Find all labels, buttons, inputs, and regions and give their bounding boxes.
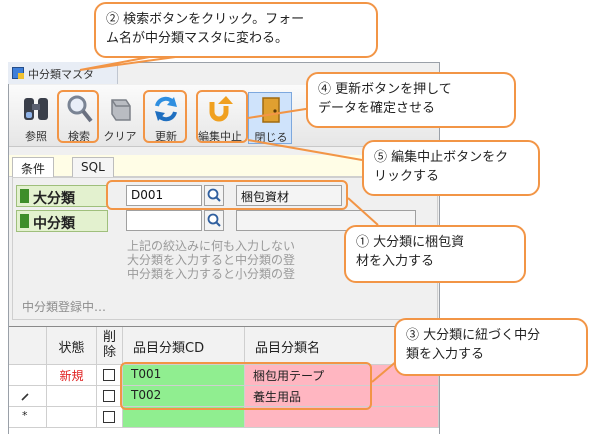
row-delete-cell [97,365,123,386]
close-button-label: 閉じる [254,131,288,144]
callout-step-4-line1: ④ 更新ボタンを押して [318,82,452,97]
hint-line-3: 中分類を入力すると小分類の登 [127,267,296,281]
callout-step-5-line2: リックする [374,169,440,184]
state-column-header: 状態 [47,327,97,365]
magnifier-icon [207,213,221,227]
row-header-corner [9,327,47,365]
delete-checkbox[interactable] [103,390,115,402]
update-highlight [143,90,187,143]
row-state [47,386,97,407]
row-selector[interactable]: * [9,407,47,428]
row-code[interactable]: T002 [123,386,245,407]
callout-step-4: ④ 更新ボタンを押して データを確定させる [306,72,516,128]
row-delete-cell [97,386,123,407]
delete-checkbox[interactable] [103,369,115,381]
clear-button[interactable]: クリア [98,92,142,144]
update-button[interactable]: 更新 [144,92,188,144]
major-code-input[interactable]: D001 [126,185,202,206]
row-code[interactable] [123,407,245,428]
major-search-button[interactable] [204,185,224,206]
binoculars-icon [24,98,48,120]
callout-step-5: ⑤ 編集中止ボタンをク リックする [362,140,540,196]
row-name[interactable]: 養生用品 [245,386,439,407]
hint-line-2: 大分類を入力すると中分類の登 [127,253,296,267]
middle-category-label: 中分類 [16,210,108,232]
code-column-header: 品目分類CD [123,327,245,365]
reference-button-label: 参照 [25,130,47,143]
callout-step-3-line2: 類を入力する [406,347,485,362]
row-name[interactable] [245,407,439,428]
update-button-label: 更新 [155,130,177,143]
row-selector[interactable] [9,365,47,386]
magnifier-icon [207,188,221,202]
tab-strip [9,155,439,177]
delete-checkbox[interactable] [103,411,115,423]
search-button-label: 検索 [68,130,90,143]
callout-step-1: ① 大分類に梱包資 材を入力する [344,225,526,283]
row-name[interactable]: 梱包用テープ [245,365,439,386]
search-highlight [57,90,99,143]
search-button[interactable]: 検索 [57,92,101,144]
eraser-icon [111,99,131,121]
refresh-icon [155,96,177,122]
cancel-edit-highlight [196,90,248,143]
tab-sql[interactable]: SQL [72,157,114,177]
magnifier-icon [67,95,93,123]
cancel-edit-button-label: 編集中止 [198,130,242,143]
callout-step-1-line1: ① 大分類に梱包資 [356,235,465,250]
row-state: 新規 [47,365,97,386]
middle-code-input[interactable] [126,210,202,231]
cancel-edit-button[interactable]: 編集中止 [198,92,242,144]
pencil-icon [21,393,29,401]
callout-step-2: ② 検索ボタンをクリック。フォー ム名が中分類マスタに変わる。 [94,2,378,58]
reference-button[interactable]: 参照 [14,92,58,144]
status-message: 中分類登録中… [22,300,107,314]
undo-arrow-icon [209,96,233,122]
major-name-field: 梱包資材 [236,185,342,206]
delete-column-header: 削 除 [97,327,123,365]
clear-button-label: クリア [103,130,137,143]
tab-conditions[interactable]: 条件 [12,157,55,177]
grid-rows-highlight [120,362,372,410]
callout-step-3-line1: ③ 大分類に紐づく中分 [406,328,541,343]
callout-step-3: ③ 大分類に紐づく中分 類を入力する [394,318,588,376]
hint-line-1: 上記の絞込みに何も入力しない [127,239,296,253]
callout-step-1-line2: 材を入力する [356,254,435,269]
new-row-asterisk-icon: * [22,409,28,422]
row-code[interactable]: T001 [123,365,245,386]
app-icon [12,67,24,79]
callout-step-2-line2: ム名が中分類マスタに変わる。 [106,31,289,46]
delete-header-line2: 除 [102,345,116,360]
row-delete-cell [97,407,123,428]
row-selector[interactable] [9,386,47,407]
delete-header-line1: 削 [102,330,116,345]
callout-step-2-line1: ② 検索ボタンをクリック。フォー [106,12,305,27]
row-state [47,407,97,428]
callout-step-4-line2: データを確定させる [318,101,436,116]
callout-step-5-line1: ⑤ 編集中止ボタンをク [374,150,509,165]
middle-search-button[interactable] [204,210,224,231]
major-field-highlight [106,180,348,210]
